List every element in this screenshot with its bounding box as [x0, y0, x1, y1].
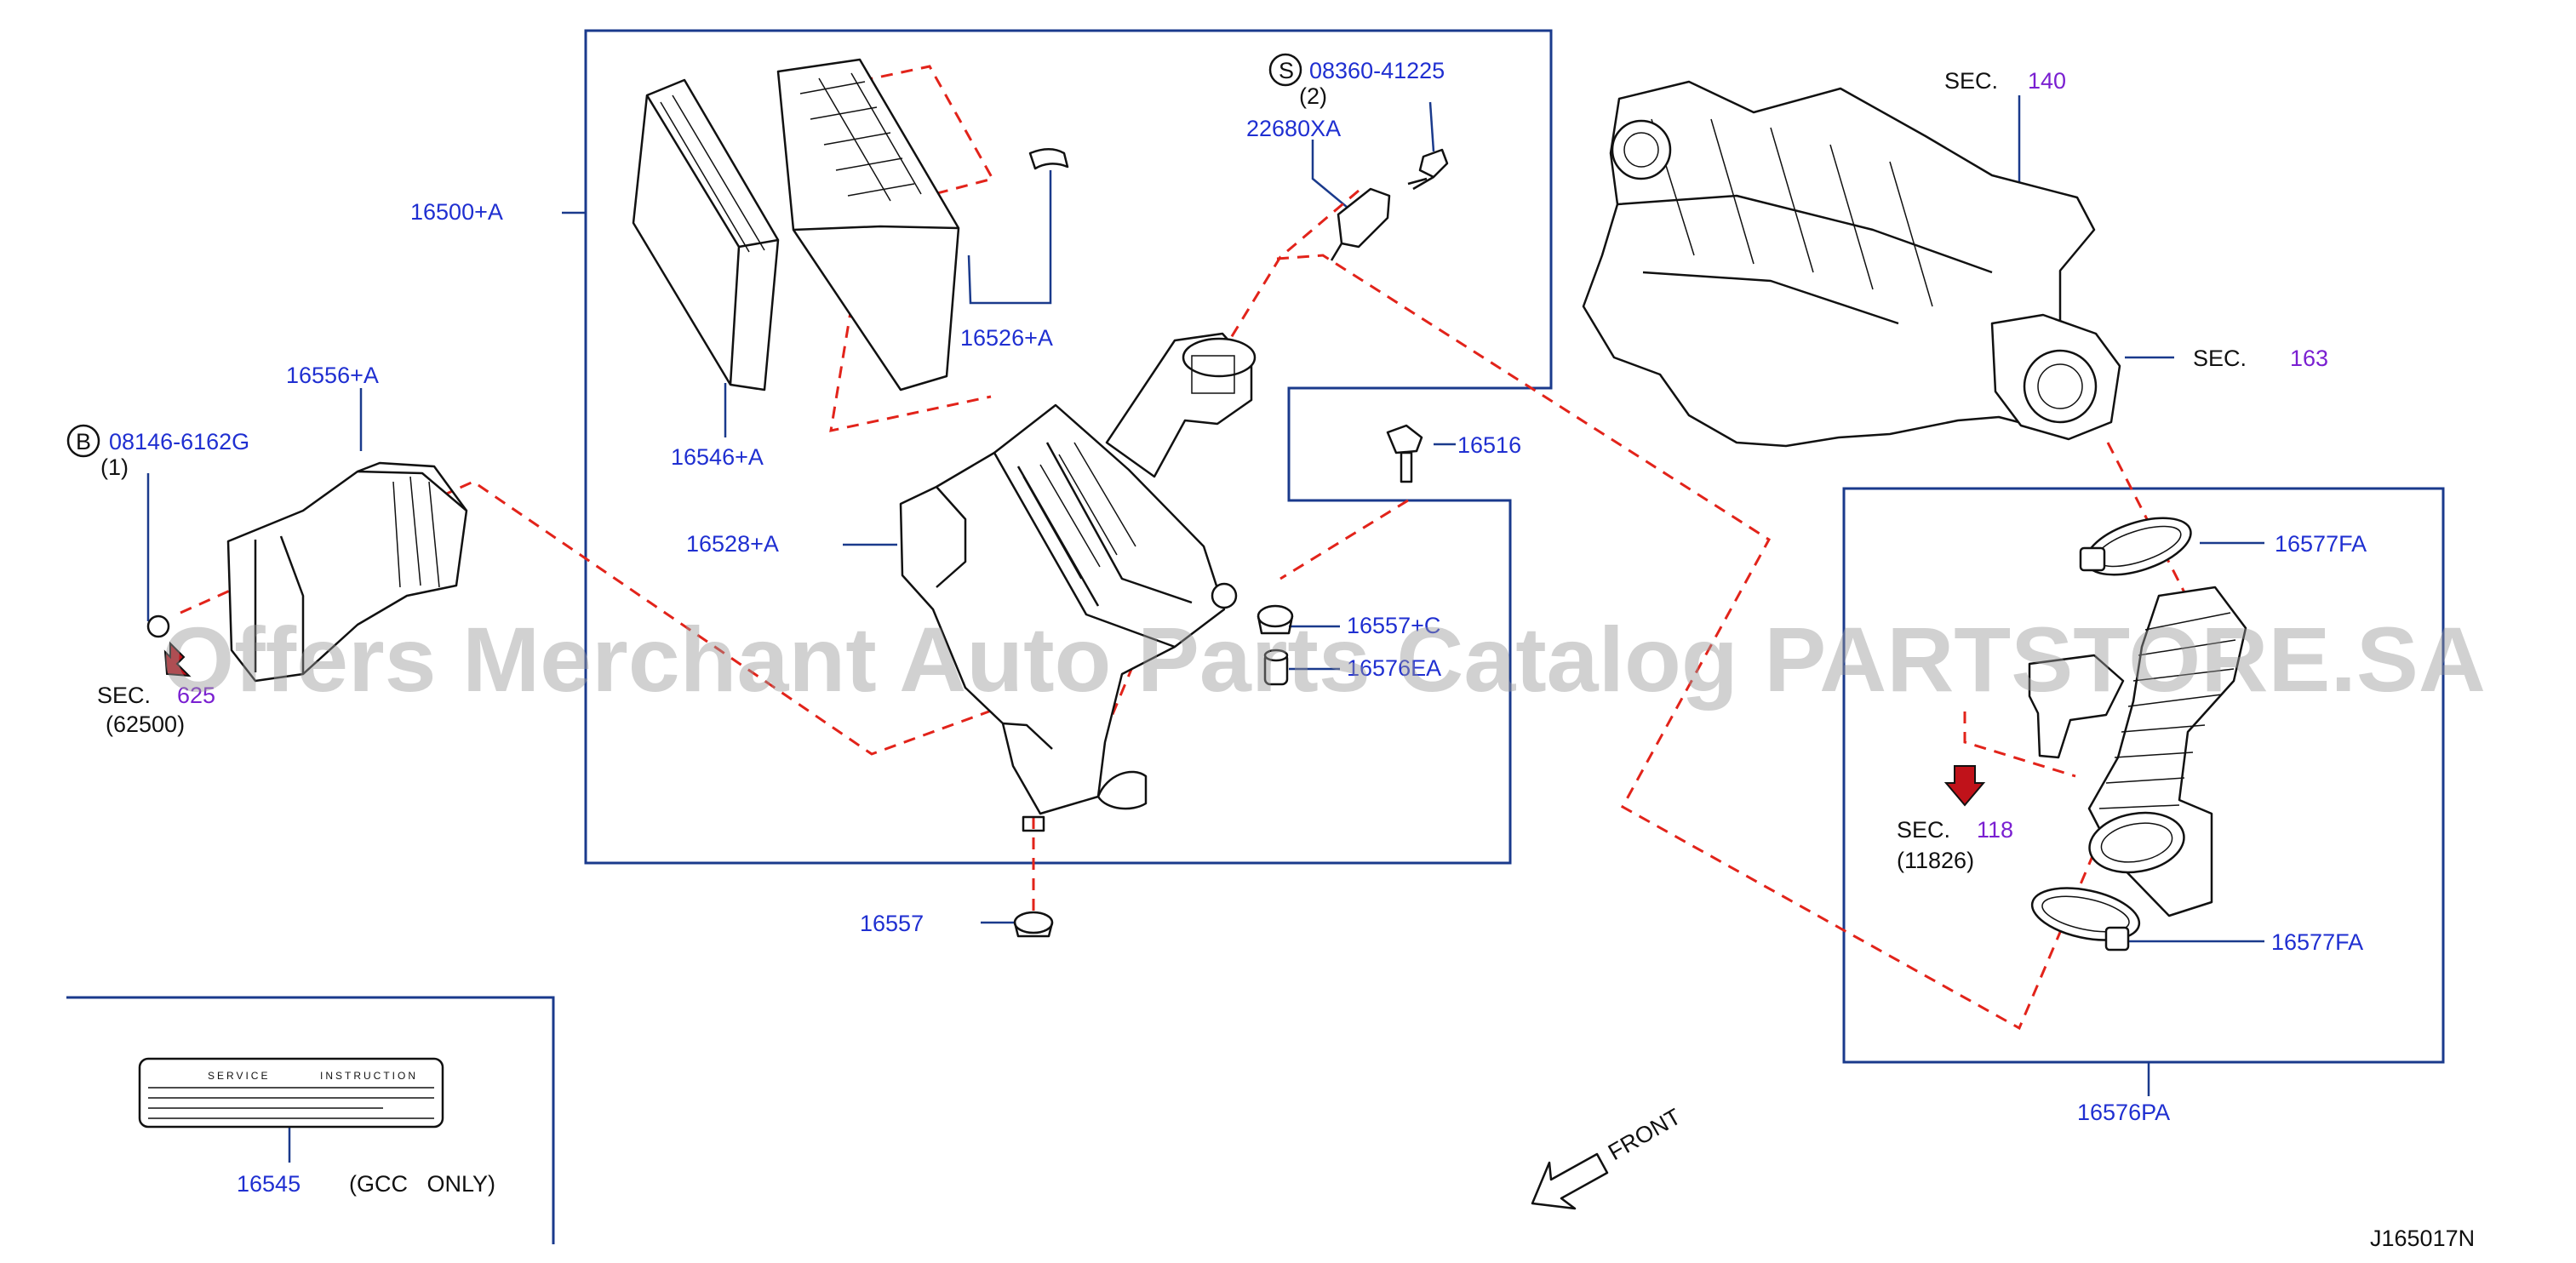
air-hose-16576PA[interactable] — [2028, 586, 2247, 917]
collar-16576EA[interactable] — [1263, 649, 1289, 686]
sec-140-number[interactable]: 140 — [2028, 68, 2066, 94]
sec-118-ref[interactable]: SEC. 118 (11826) — [1897, 817, 2013, 873]
s-circle-icon — [1268, 53, 1302, 87]
label-16546A[interactable]: 16546+A — [671, 444, 764, 470]
leader-lines — [146, 95, 2264, 1163]
sec-118-sub: (11826) — [1897, 848, 1974, 873]
air-cleaner-cover[interactable] — [776, 58, 1069, 391]
sec-163-number[interactable]: 163 — [2290, 346, 2328, 371]
sec-118-number[interactable]: 118 — [1977, 817, 2013, 843]
b-circle-letter: B — [76, 429, 91, 454]
label-08146[interactable]: 08146-6162G — [109, 429, 249, 454]
group-box-16576PA — [1842, 487, 2445, 1064]
grommet-16557C[interactable] — [1257, 604, 1294, 635]
label-16528A[interactable]: 16528+A — [686, 531, 779, 557]
diagram-id: J165017N — [2370, 1226, 2475, 1251]
sec-118-prefix: SEC. — [1897, 817, 1950, 843]
sec-625-sub: (62500) — [106, 712, 185, 737]
label-16557C[interactable]: 16557+C — [1347, 613, 1440, 638]
hose-clamp-bottom[interactable] — [2028, 879, 2144, 952]
label-08146-group[interactable]: B 08146-6162G (1) — [66, 424, 249, 480]
label-16545[interactable]: 16545 — [237, 1171, 301, 1197]
label-16556A[interactable]: 16556+A — [286, 363, 379, 388]
sec-625-arrow — [163, 641, 192, 677]
label-16577FA-bottom[interactable]: 16577FA — [2271, 929, 2363, 955]
service-panel-border — [66, 996, 555, 1244]
sec-163-ref[interactable]: SEC. 163 — [2193, 346, 2328, 371]
label-08146-qty: (1) — [100, 454, 129, 480]
label-08360-qty: (2) — [1299, 83, 1327, 109]
service-instruction-label[interactable]: SERVICE INSTRUCTION — [138, 1057, 444, 1129]
screw-08360[interactable] — [1407, 148, 1449, 191]
sec-625-prefix: SEC. — [97, 683, 151, 708]
label-16557[interactable]: 16557 — [860, 911, 924, 936]
b-circle-icon — [66, 424, 100, 458]
label-08360-group[interactable]: S 08360-41225 (2) — [1268, 53, 1445, 109]
sec-625-number[interactable]: 625 — [177, 683, 215, 708]
bolt-16516[interactable] — [1386, 424, 1423, 483]
air-cleaner-body[interactable] — [899, 332, 1257, 815]
sec-140-prefix: SEC. — [1944, 68, 1998, 94]
label-16500A[interactable]: 16500+A — [410, 199, 503, 225]
sec-163-prefix: SEC. — [2193, 346, 2247, 371]
label-16576EA[interactable]: 16576EA — [1347, 655, 1441, 681]
mass-air-flow-sensor[interactable] — [1330, 187, 1391, 261]
air-duct-16556A[interactable] — [146, 461, 468, 683]
sec-118-arrow — [1943, 765, 1986, 807]
hose-clamp-top[interactable] — [2079, 507, 2197, 586]
label-16516[interactable]: 16516 — [1457, 432, 1521, 458]
sec-625-ref[interactable]: SEC. 625 (62500) — [97, 683, 215, 737]
intake-manifold[interactable] — [1582, 80, 2121, 448]
gcc-note: (GCC ONLY) — [349, 1171, 495, 1197]
watermark: Offers Merchant Auto Parts Catalog PARTS… — [162, 608, 2486, 711]
label-16577FA-top[interactable]: 16577FA — [2275, 531, 2367, 557]
label-16526A[interactable]: 16526+A — [960, 325, 1053, 351]
service-label-right: INSTRUCTION — [320, 1070, 418, 1082]
front-arrow-icon — [1531, 1152, 1609, 1210]
grommet-16557[interactable] — [1013, 815, 1054, 938]
service-label-left: SERVICE — [208, 1070, 270, 1082]
label-16576PA[interactable]: 16576PA — [2077, 1100, 2170, 1125]
group-box-16500A — [584, 29, 1553, 865]
air-filter-element[interactable] — [632, 78, 780, 391]
front-label: FRONT — [1604, 1104, 1686, 1165]
label-22680XA[interactable]: 22680XA — [1246, 116, 1341, 141]
sec-140-ref[interactable]: SEC. 140 — [1944, 68, 2066, 94]
s-circle-letter: S — [1279, 58, 1294, 83]
label-08360[interactable]: 08360-41225 — [1309, 58, 1445, 83]
